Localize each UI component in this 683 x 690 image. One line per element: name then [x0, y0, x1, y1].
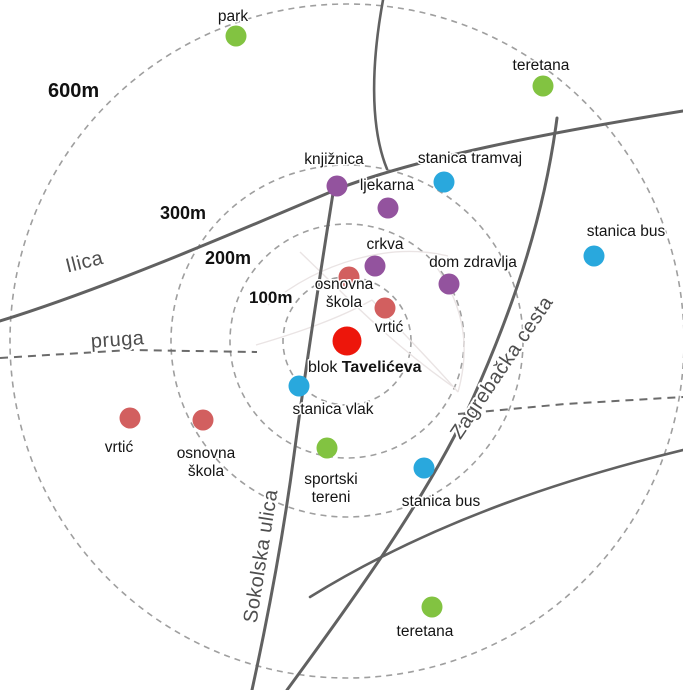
poi-label-line: stanica vlak [293, 401, 374, 418]
poi-label-line: škola [188, 463, 225, 480]
poi-dot-park [225, 25, 247, 47]
road-north-road [372, 0, 389, 171]
poi-dot-stanica-bus-istok [583, 245, 605, 267]
poi-label-teretana-sjever: teretana [513, 57, 570, 74]
poi-dot-dom-zdravlja [438, 273, 460, 295]
poi-label-line: teretana [513, 57, 570, 74]
poi-label-line: dom zdravlja [429, 254, 517, 271]
poi-label-line: tereni [312, 489, 351, 506]
poi-label-line: ljekarna [360, 177, 415, 194]
minor-street [299, 251, 453, 387]
minor-street [255, 299, 373, 346]
poi-dot-stanica-tramvaj [433, 171, 455, 193]
poi-label-line: osnovna [315, 276, 374, 293]
ring-label-100m: 100m [249, 288, 292, 307]
road-ilica-east [338, 109, 683, 190]
poi-label-line: vrtić [105, 439, 134, 456]
poi-label-line: škola [326, 294, 363, 311]
minor-street [267, 250, 449, 306]
poi-label-vrtic-centar: vrtić [375, 319, 404, 336]
poi-label-park: park [218, 8, 248, 25]
poi-label-stanica-vlak: stanica vlak [293, 401, 374, 418]
poi-label-stanica-tramvaj: stanica tramvaj [418, 150, 522, 167]
road-label-sokolska-ulica: Sokolska ulica [240, 487, 283, 624]
road-label-ilica: Ilica [63, 247, 106, 278]
railway-line-pruga [0, 348, 258, 359]
road-sokolska-ulica [250, 185, 336, 690]
poi-label-line: osnovna [177, 445, 236, 462]
poi-label-line: sportski [304, 471, 357, 488]
poi-label-vrtic-zapad: vrtić [105, 439, 134, 456]
poi-label-knjiznica: knjižnica [304, 151, 364, 168]
road-zagrebacka-cesta [285, 116, 559, 690]
poi-dot-teretana-jug [421, 596, 443, 618]
poi-label-teretana-jug: teretana [397, 623, 454, 640]
ring-600m [9, 3, 683, 679]
poi-dot-sportski-tereni [316, 437, 338, 459]
ring-label-600m: 600m [48, 80, 99, 102]
center-label-prefix: blok [308, 359, 342, 376]
center-dot-blok-taveliceva [332, 326, 362, 356]
poi-dot-osnovna-skola-zapad [192, 409, 214, 431]
center-label-name: Tavelićeva [342, 359, 422, 376]
road-ilica-west [0, 186, 342, 323]
center-label: blok Tavelićeva [308, 359, 422, 376]
poi-label-ljekarna: ljekarna [360, 177, 415, 194]
poi-label-line: teretana [397, 623, 454, 640]
poi-label-stanica-bus-istok: stanica bus [587, 223, 666, 240]
poi-dot-crkva [364, 255, 386, 277]
poi-dot-stanica-vlak [288, 375, 310, 397]
poi-label-line: stanica tramvaj [418, 150, 522, 167]
poi-dot-ljekarna [377, 197, 399, 219]
railway-line-pruga [457, 396, 683, 415]
poi-label-line: vrtić [375, 319, 404, 336]
poi-dot-vrtic-zapad [119, 407, 141, 429]
poi-label-stanica-bus-jug: stanica bus [402, 493, 481, 510]
road-southeast-road [308, 448, 683, 599]
poi-label-crkva: crkva [366, 236, 403, 253]
ring-label-200m: 200m [205, 248, 251, 268]
road-label-pruga: pruga [90, 327, 145, 353]
poi-label-line: park [218, 8, 248, 25]
poi-label-line: stanica bus [402, 493, 481, 510]
poi-label-line: knjižnica [304, 151, 364, 168]
poi-dot-teretana-sjever [532, 75, 554, 97]
ring-label-300m: 300m [160, 203, 206, 223]
poi-dot-knjiznica [326, 175, 348, 197]
ring-300m [170, 164, 524, 518]
poi-dot-stanica-bus-jug [413, 457, 435, 479]
poi-label-dom-zdravlja: dom zdravlja [429, 254, 517, 271]
poi-dot-osnovna-skola-centar [338, 266, 360, 288]
poi-label-line: stanica bus [587, 223, 666, 240]
minor-street [429, 257, 465, 393]
poi-label-line: crkva [366, 236, 403, 253]
poi-dot-vrtic-centar [374, 297, 396, 319]
